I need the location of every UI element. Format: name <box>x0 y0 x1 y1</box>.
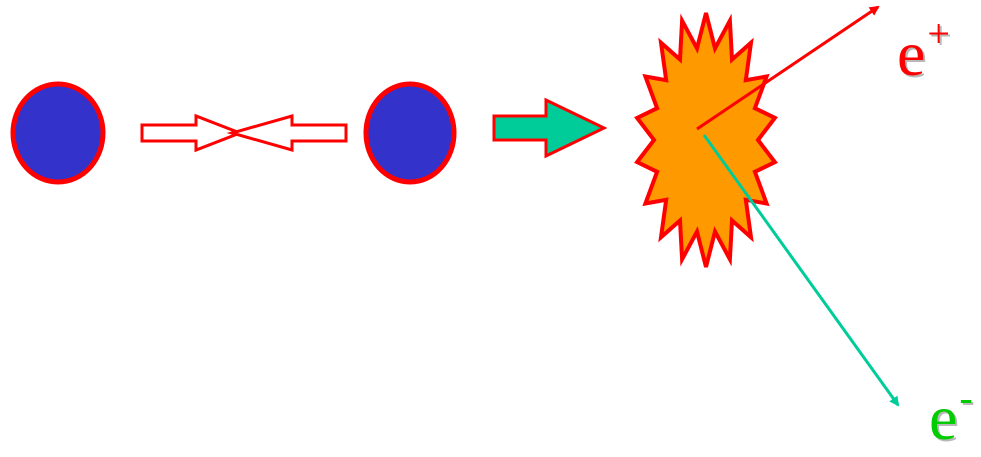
electron-label: e- <box>929 386 973 450</box>
forward-arrow <box>494 100 604 156</box>
positron-label-charge: + <box>927 11 950 56</box>
positron-label: e+ <box>897 22 950 86</box>
positron-label-base: e <box>897 18 925 89</box>
converging-arrow-left <box>232 116 346 150</box>
particle-right <box>366 84 454 182</box>
electron-label-base: e <box>929 382 957 453</box>
particle-left <box>13 84 103 182</box>
converging-arrow-right <box>142 116 240 150</box>
electron-track <box>704 135 898 405</box>
electron-label-charge: - <box>959 375 972 420</box>
